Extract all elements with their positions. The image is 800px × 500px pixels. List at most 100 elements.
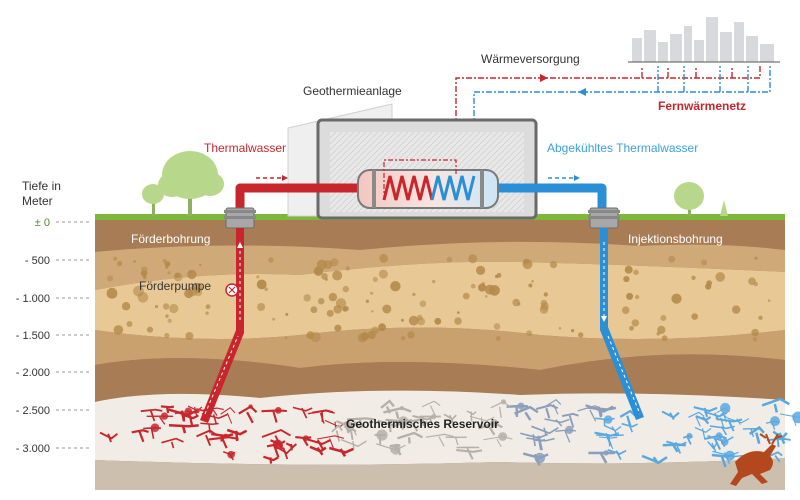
gravel-dot [432,279,436,284]
fracture-pore [720,402,731,414]
fracture-mark [709,425,735,436]
fracture-mark [443,413,457,423]
fracture-mark [445,436,467,446]
fracture-mark [768,451,783,463]
depth-tick-label: - 2.000 [16,367,50,379]
gravel-dot [272,317,276,321]
fracture-mark [161,437,184,449]
gravel-dot [310,331,321,343]
cold-pipe [494,183,607,210]
gravel-dot [342,306,348,312]
gravel-dot [379,254,389,263]
fracture-mark [160,405,175,414]
district-heating-label: Fernwärmenetz [658,99,746,113]
gravel-dot [633,269,639,276]
gravel-dot [485,295,488,298]
fracture-mark [140,408,163,422]
gravel-dot [162,303,170,310]
arrow-left-icon [578,88,586,96]
gravel-dot [370,291,374,295]
gravel-dot [187,269,197,280]
fracture-pore [686,432,693,439]
fracture-pore [715,432,723,440]
gravel-dot [303,294,311,302]
fracture-pore [184,407,193,415]
fracture-pore [604,415,613,424]
gravel-dot [629,325,634,331]
deer-logo-icon [730,433,783,486]
fracture-pore [517,402,525,410]
gravel-dot [164,332,170,339]
gravel-dot [317,297,325,305]
gravel-dot [169,303,179,314]
fracture-mark [263,455,279,464]
gravel-dot [284,337,288,340]
gravel-dot [371,310,374,313]
depth-axis: Tiefe in Meter ± 0- 500- 1.000- 1.500- 2… [16,179,92,455]
gravel-dot [165,314,169,318]
fracture-mark [131,429,149,443]
fracture-mark [704,411,728,421]
fracture-mark [309,445,327,456]
gravel-dot [205,304,211,310]
gravel-dot [107,275,114,282]
fracture-pore [770,416,780,427]
gravel-dot [185,332,194,340]
fracture-pore [498,432,508,441]
gravel-dot [133,260,136,263]
fracture-mark [270,439,286,450]
gravel-dot [476,265,486,275]
transition-layer [95,241,785,290]
gravel-dot [493,323,501,330]
gravel-dot [390,281,401,292]
gravel-dot [324,277,328,281]
shrub-icon [720,200,728,216]
gravel-dot [495,274,499,279]
gravel-dot [264,287,269,292]
fracture-pore [274,407,282,414]
gravel-dot [571,329,575,333]
fracture-pore [303,435,309,442]
gravel-dot [758,315,763,320]
gravel-dot [372,276,378,282]
gravel-dot [167,318,172,323]
gravel-dot [754,256,758,260]
fracture-pore [534,452,546,464]
fracture-mark [641,454,668,465]
gravel-dot [412,292,416,296]
gravel-dot [578,332,584,338]
gravel-dot [326,309,334,317]
fracture-pore [150,423,160,433]
gravel-dot [512,298,520,307]
gravel-dot [106,287,118,299]
fracture-mark [196,429,218,447]
gravel-dot [378,269,388,279]
gravel-dot [205,311,209,315]
fracture-pore [720,438,729,446]
gravel-dot [624,265,633,274]
gravel-dot [330,258,339,267]
fracture-mark [514,405,539,421]
clay-layer [95,327,785,370]
gravel-dot [407,331,415,339]
gravel-dot [333,305,343,314]
gravel-dot [732,305,741,314]
fracture-pore [398,416,409,427]
gravel-dots [106,254,771,343]
gravel-dot [657,325,666,334]
gravel-dot [256,279,267,290]
fracture-mark [380,399,395,414]
gravel-dot [462,292,470,300]
fracture-mark [607,448,627,460]
gravel-dot [173,272,183,282]
fracture-mark [397,431,424,444]
gravel-dot [668,255,676,263]
city-skyline-icon [628,17,780,63]
fracture-mark [587,406,617,417]
fracture-mark [716,418,743,432]
gravel-dot [133,285,144,297]
tree-icon [158,151,224,216]
fracture-pore [792,411,800,424]
gravel-dot [257,303,266,311]
